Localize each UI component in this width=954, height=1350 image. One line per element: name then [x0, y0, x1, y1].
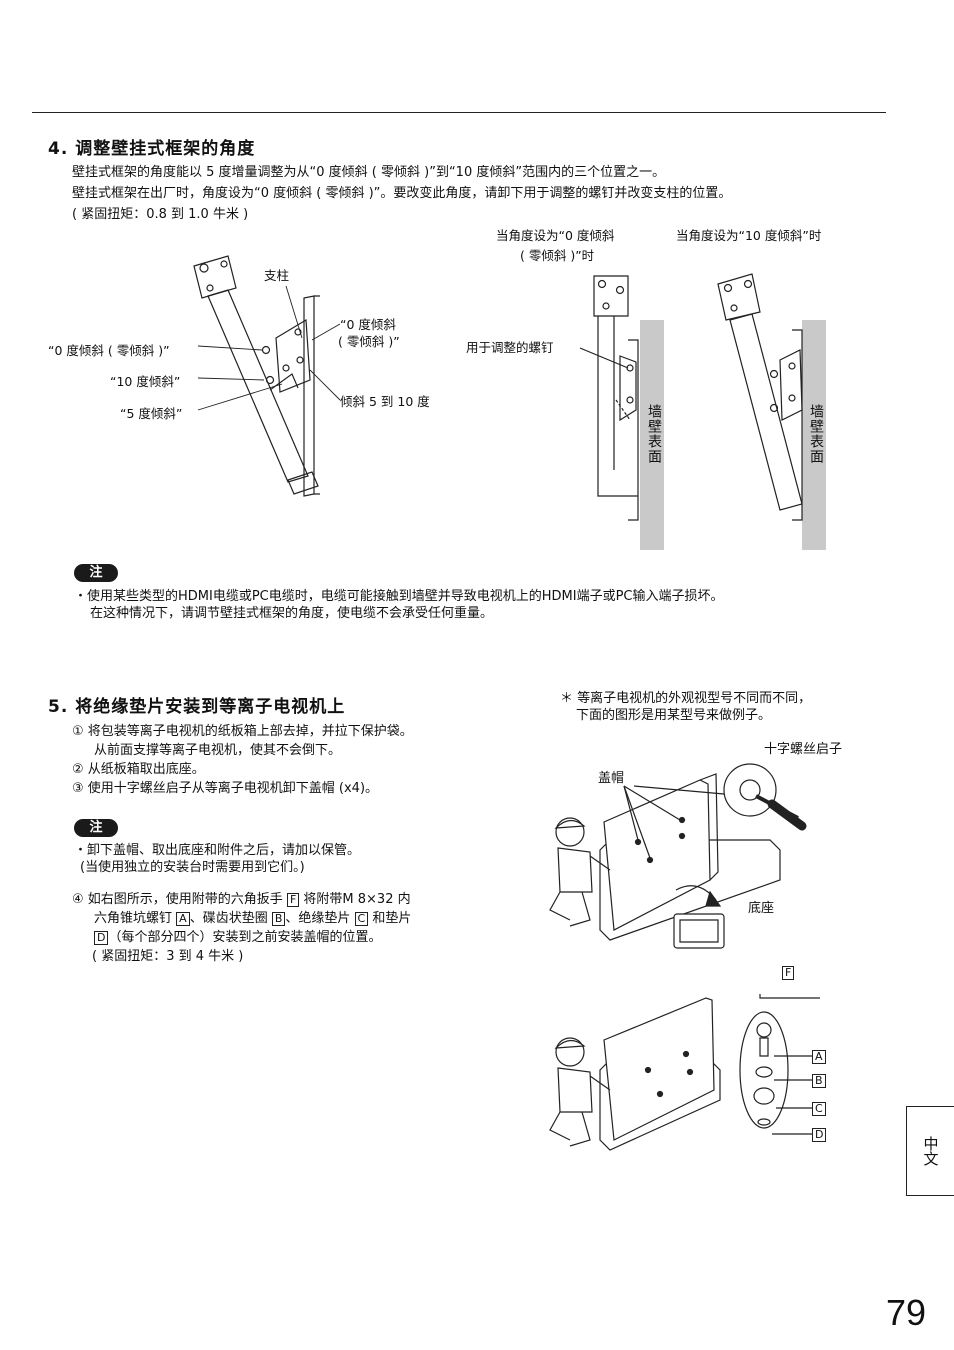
step-1-line-1: ① 将包装等离子电视机的纸板箱上部去掉，并拉下保护袋。 [72, 724, 413, 739]
label-part-b: B [812, 1072, 826, 1088]
part-a-box: A [176, 912, 190, 926]
step-4-text-e: 、绝缘垫片 [285, 911, 351, 926]
step-4-torque: ( 紧固扭矩：3 到 4 牛米 ) [92, 949, 244, 964]
wall-strip-right [802, 320, 826, 550]
header-rule [32, 112, 886, 113]
note-1-line-1: ・使用某些类型的HDMI电缆或PC电缆时，电缆可能接触到墙壁并导致电视机上的HD… [74, 589, 724, 604]
step-4-text-g: （每个部分四个）安装到之前安装盖帽的位置。 [108, 930, 382, 945]
step-4-text-c: 六角锥坑螺钉 [94, 911, 173, 926]
label-zero-tilt-left: “0 度倾斜 ( 零倾斜 )” [48, 343, 170, 358]
tilt-positions-diagram [180, 250, 350, 510]
part-f-box: F [286, 893, 300, 907]
note-badge-2: 注 [74, 819, 118, 837]
label-adjust-screw: 用于调整的螺钉 [466, 340, 554, 355]
step-4-line-1: ④ 如右图所示，使用附带的六角扳手 F 将附带M 8×32 内 [72, 891, 411, 908]
left-diagram-leader-lines [190, 280, 350, 410]
section-4-paragraph-2: 壁挂式框架在出厂时，角度设为“0 度倾斜 ( 零倾斜 )”。要改变此角度，请卸下… [72, 186, 732, 201]
wall-surface-label-left: 墙壁表面 [646, 404, 662, 464]
label-caps: 盖帽 [598, 771, 625, 786]
note-2-line-2: (当使用独立的安装台时需要用到它们。) [80, 860, 305, 875]
remark-line-1: ＊ 等离子电视机的外观视型号不同而不同， [560, 691, 812, 706]
step-4-text-a: ④ 如右图所示，使用附带的六角扳手 [72, 892, 283, 907]
language-tab: 中文 [906, 1106, 954, 1196]
note-2-line-1: ・卸下盖帽、取出底座和附件之后，请加以保管。 [74, 843, 361, 858]
part-a-label: A [812, 1050, 826, 1064]
label-strut: 支柱 [264, 268, 290, 283]
part-b-label: B [812, 1074, 826, 1088]
page-number: 79 [886, 1292, 927, 1333]
part-c-label: C [812, 1102, 826, 1116]
note-1-line-2: 在这种情况下，请调节壁挂式框架的角度，使电缆不会承受任何重量。 [90, 606, 494, 621]
label-screwdriver: 十字螺丝启子 [764, 742, 843, 757]
language-tab-label: 中文 [921, 1136, 940, 1166]
step-1-line-2: 从前面支撑等离子电视机，使其不会倒下。 [94, 743, 342, 758]
step-4-text-f: 和垫片 [372, 911, 412, 926]
wall-strip-left [640, 320, 664, 550]
step-4-line-3: D（每个部分四个）安装到之前安装盖帽的位置。 [94, 929, 382, 946]
caption-zero-tilt-1: 当角度设为“0 度倾斜 [496, 228, 615, 243]
section-4-heading: 4. 调整壁挂式框架的角度 [48, 139, 256, 159]
zero-tilt-diagram [586, 270, 646, 526]
part-d-box: D [94, 931, 109, 945]
install-spacers-illustration [540, 990, 840, 1160]
step-3: ③ 使用十字螺丝启子从等离子电视机卸下盖帽 (x4)。 [72, 781, 379, 796]
label-base: 底座 [748, 901, 775, 916]
part-f-label: F [782, 966, 795, 980]
label-tilt-range: 倾斜 5 到 10 度 [340, 394, 430, 409]
remark-line-2: 下面的图形是用某型号来做例子。 [576, 708, 772, 723]
label-part-c: C [812, 1100, 826, 1116]
part-b-box: B [271, 912, 286, 926]
caption-ten-tilt: 当角度设为“10 度倾斜”时 [676, 228, 822, 243]
label-part-a: A [812, 1048, 826, 1064]
step-4-text-b: 将附带M 8×32 内 [303, 892, 411, 907]
section-5-heading: 5. 将绝缘垫片安装到等离子电视机上 [48, 697, 346, 717]
remove-caps-illustration [540, 760, 840, 970]
label-part-f: F [782, 964, 795, 980]
wall-surface-label-right: 墙壁表面 [808, 404, 824, 464]
label-five-tilt: “5 度倾斜” [120, 406, 183, 421]
section-4-paragraph-1: 壁挂式框架的角度能以 5 度增量调整为从“0 度倾斜 ( 零倾斜 )”到“10 … [72, 165, 666, 180]
step-4-line-2: 六角锥坑螺钉 A、碟齿状垫圈 B、绝缘垫片 C 和垫片 [94, 910, 411, 927]
step-2: ② 从纸板箱取出底座。 [72, 762, 205, 777]
label-zero-tilt-right-1: “0 度倾斜 [340, 317, 396, 332]
part-d-label: D [812, 1128, 827, 1142]
part-c-box: C [354, 912, 369, 926]
note-badge-1: 注 [74, 564, 118, 582]
step-4-text-d: 、碟齿状垫圈 [189, 911, 268, 926]
label-ten-tilt: “10 度倾斜” [110, 374, 181, 389]
label-zero-tilt-right-2: ( 零倾斜 )” [338, 334, 400, 349]
caption-zero-tilt-2: ( 零倾斜 )”时 [520, 248, 595, 263]
section-4-torque: ( 紧固扭矩：0.8 到 1.0 牛米 ) [72, 207, 249, 222]
ten-tilt-diagram [712, 270, 808, 526]
label-part-d: D [812, 1126, 827, 1142]
